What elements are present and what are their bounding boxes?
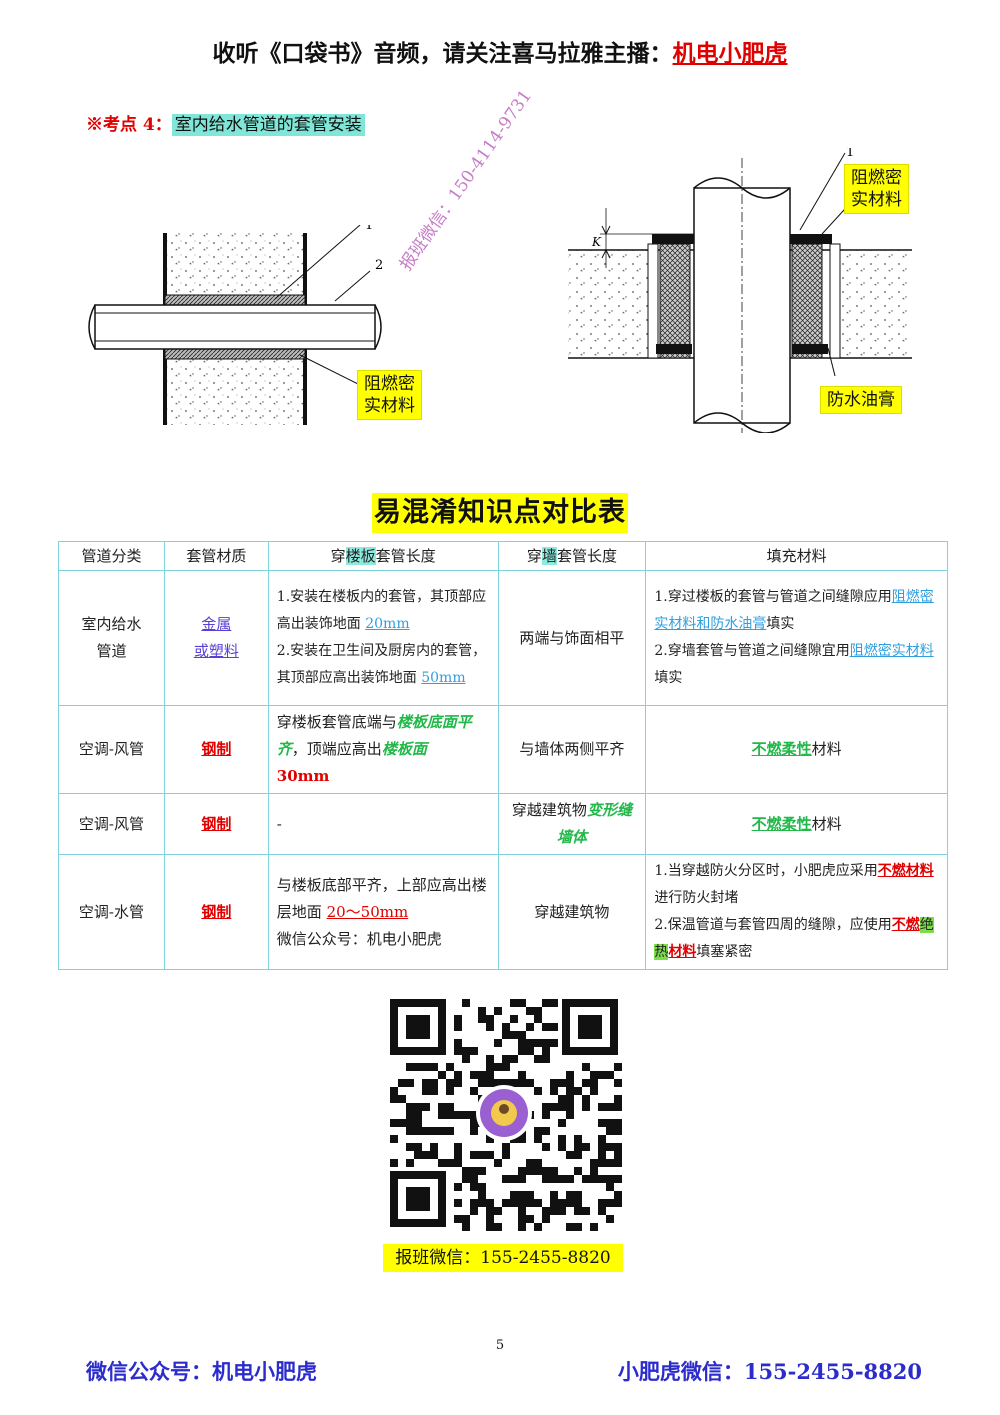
header-prefix: 收听《口袋书》音频，请关注喜马拉雅主播： xyxy=(212,40,673,67)
left-callout-line1: 阻燃密 xyxy=(364,374,415,394)
header-fill-material: 填充材料 xyxy=(645,541,948,571)
footer-wechat-contact: 小肥虎微信：155-2455-8820 xyxy=(617,1359,922,1384)
cell-category: 室内给水管道 xyxy=(58,570,165,706)
cell-material: 金属或塑料 xyxy=(163,570,269,706)
cell-category: 空调-水管 xyxy=(58,854,165,970)
label-k: K xyxy=(591,235,602,249)
qr-caption: 报班微信：155-2455-8820 xyxy=(383,1244,623,1272)
table-row: 空调-风管 钢制 - 穿越建筑物变形缝墙体 不燃柔性材料 xyxy=(58,793,948,855)
cell-floor-length: - xyxy=(267,793,499,855)
header-wall-length: 穿墙套管长度 xyxy=(497,541,647,571)
cell-wall-length: 两端与饰面相平 xyxy=(497,570,647,706)
right-callout-bottom: 防水油膏 xyxy=(820,386,902,414)
table-header-row: 管道分类 套管材质 穿楼板套管长度 穿墙套管长度 填充材料 xyxy=(58,541,948,571)
header-floor-length: 穿楼板套管长度 xyxy=(267,541,499,571)
header-highlight: 机电小肥虎 xyxy=(672,40,788,67)
left-callout-line2: 实材料 xyxy=(364,396,415,416)
label-1-right: 1 xyxy=(846,148,854,160)
left-callout: 阻燃密 实材料 xyxy=(357,370,422,420)
right-callout-line1: 阻燃密 xyxy=(851,168,902,188)
cell-category: 空调-风管 xyxy=(58,705,165,794)
header-category: 管道分类 xyxy=(58,541,165,571)
footer-wechat-account: 微信公众号：机电小肥虎 xyxy=(86,1359,317,1384)
cell-fill-material: 不燃柔性材料 xyxy=(645,793,948,855)
topic-title: 室内给水管道的套管安装 xyxy=(171,114,365,136)
cell-wall-length: 穿越建筑物变形缝墙体 xyxy=(497,793,647,855)
topic-prefix: ※考点 4： xyxy=(86,115,172,135)
cell-fill-material: 不燃柔性材料 xyxy=(645,705,948,794)
right-callout-top: 阻燃密 实材料 xyxy=(844,164,909,214)
page-header: 收听《口袋书》音频，请关注喜马拉雅主播：机电小肥虎 xyxy=(0,34,1000,68)
label-1: 1 xyxy=(365,225,373,233)
cell-wall-length: 穿越建筑物 xyxy=(497,854,647,970)
qr-code xyxy=(386,995,622,1231)
header-material: 套管材质 xyxy=(163,541,269,571)
cell-material: 钢制 xyxy=(163,705,269,794)
comparison-title: 易混淆知识点对比表 xyxy=(372,493,628,533)
cell-material: 钢制 xyxy=(163,854,269,970)
watermark: 报班微信：150-4114-9731 xyxy=(396,86,537,275)
topic-heading: ※考点 4：室内给水管道的套管安装 xyxy=(86,110,365,136)
page-number: 5 xyxy=(495,1338,505,1353)
comparison-table: 管道分类 套管材质 穿楼板套管长度 穿墙套管长度 填充材料 室内给水管道 金属或… xyxy=(58,541,948,970)
cell-wall-length: 与墙体两侧平齐 xyxy=(497,705,647,794)
wall-sleeve-diagram: 1 2 xyxy=(88,225,383,425)
table-row: 室内给水管道 金属或塑料 1.安装在楼板内的套管，其顶部应高出装饰地面 20mm… xyxy=(58,570,948,706)
cell-material: 钢制 xyxy=(163,793,269,855)
floor-sleeve-diagram: K 1 xyxy=(568,148,912,433)
right-callout-line2: 实材料 xyxy=(851,190,902,210)
label-2: 2 xyxy=(375,258,383,273)
cell-category: 空调-风管 xyxy=(58,793,165,855)
